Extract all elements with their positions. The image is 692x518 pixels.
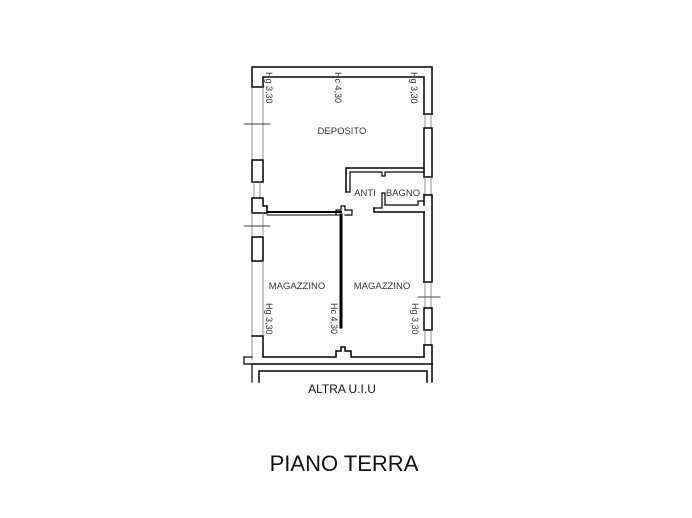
height-label: Hg 3,30 bbox=[264, 72, 274, 104]
height-label: Hg 3,30 bbox=[264, 303, 274, 335]
room-label-anti: ANTI bbox=[354, 188, 376, 199]
room-label-magazzino-right: MAGAZZINO bbox=[354, 281, 410, 292]
walls bbox=[243, 66, 441, 383]
height-label: Hc 4,30 bbox=[333, 72, 343, 103]
height-label: Hg 3,30 bbox=[410, 303, 420, 335]
room-label-bagno: BAGNO bbox=[386, 188, 420, 199]
room-label-magazzino-left: MAGAZZINO bbox=[269, 281, 325, 292]
plan-title: PIANO TERRA bbox=[270, 451, 419, 476]
adjacent-unit-label: ALTRA U.I.U bbox=[308, 382, 376, 396]
room-label-deposito: DEPOSITO bbox=[318, 126, 367, 137]
height-label: Hg 3,30 bbox=[409, 72, 419, 104]
height-label: Hc 4,30 bbox=[329, 303, 339, 334]
